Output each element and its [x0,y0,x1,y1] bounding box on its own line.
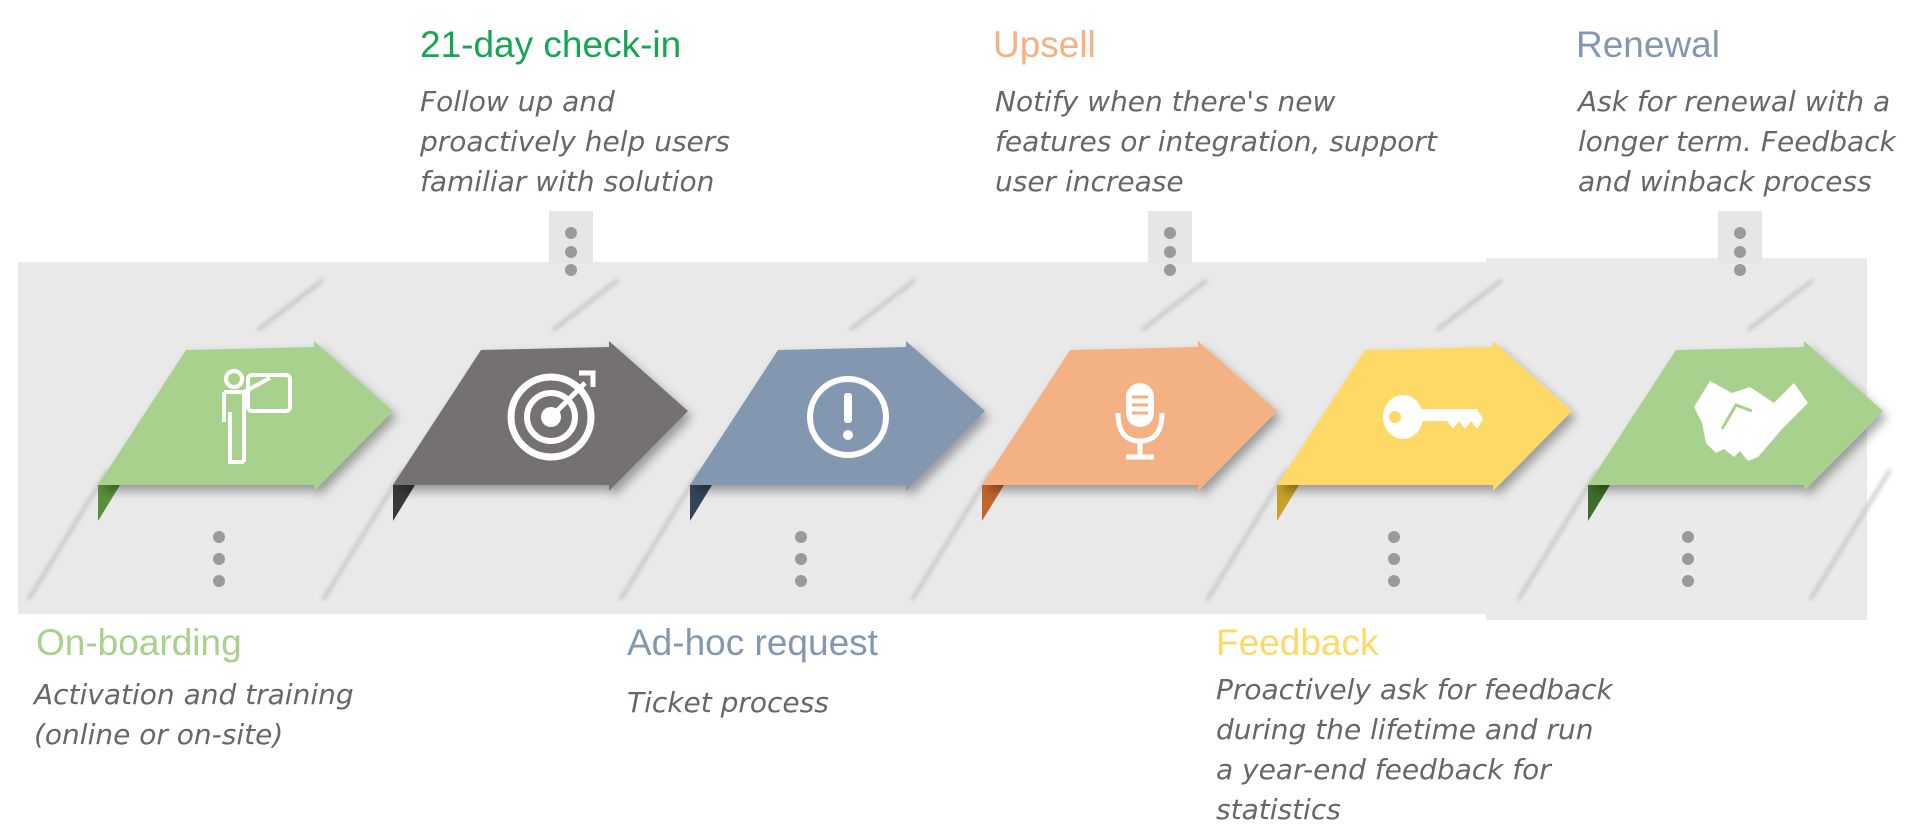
connector-dot [565,246,577,258]
connector-dot [1388,575,1400,587]
diagonal-shade [1141,278,1208,332]
connector-dot [1734,227,1746,239]
stage-arrow [1588,341,1883,521]
arrow-fold [690,485,712,521]
key-icon [1383,395,1483,439]
connector-dot [1388,531,1400,543]
microphone-icon [1115,383,1165,460]
stage-arrow [1277,341,1572,521]
connector-dot [1164,246,1176,258]
desc-line: Notify when there's new [995,85,1336,118]
desc-line: Ask for renewal with a [1578,85,1891,118]
connector-dot [565,227,577,239]
arrow-fold [1277,485,1299,521]
exclamation-icon [807,376,889,458]
diagonal-shade [257,278,324,332]
desc-line: and winback process [1578,165,1872,198]
presenter-icon [222,369,292,464]
diagonal-shade [1205,469,1289,601]
desc-line: (online or on-site) [34,718,284,751]
connector-dot [795,553,807,565]
connector-dot [1682,575,1694,587]
stage-title-adhoc: Ad-hoc request [627,622,878,663]
arrow-fold [98,485,120,521]
diagonal-shade [321,469,405,601]
connector-dot [213,575,225,587]
stage-desc-checkin: Follow up and proactively help users famil… [420,82,730,202]
stage-arrow [982,341,1277,521]
desc-line: Activation and training [34,678,354,711]
connector-dot [1388,553,1400,565]
desc-line: Proactively ask for feedback [1216,673,1613,706]
connector-dot [1682,553,1694,565]
desc-line: statistics [1216,793,1341,826]
stage-arrow [393,341,688,521]
stage-desc-onboarding: Activation and training (online or on-sit… [34,675,354,755]
stage-title-renewal: Renewal [1576,24,1720,65]
stage-desc-adhoc: Ticket process [627,683,829,723]
diagonal-shade [910,469,994,601]
connector-dot [213,531,225,543]
desc-line: user increase [995,165,1184,198]
desc-line: Follow up and [420,85,615,118]
arrow-shape [393,341,688,491]
desc-line: familiar with solution [420,165,715,198]
stage-title-upsell: Upsell [993,24,1096,65]
diagonal-shade [1808,469,1892,601]
stage-desc-upsell: Notify when there's new features or integ… [995,82,1437,202]
diagonal-shade [1747,278,1814,332]
connector-dot [1164,264,1176,276]
diagonal-shade [849,278,916,332]
desc-line: longer term. Feedback [1578,125,1896,158]
stage-title-onboarding: On-boarding [36,622,242,663]
stage-arrow [690,341,985,521]
arrow-fold [982,485,1004,521]
target-icon [507,370,596,461]
connector-dot [213,553,225,565]
desc-line: during the lifetime and run [1216,713,1594,746]
connector-dot [1682,531,1694,543]
stage-desc-feedback: Proactively ask for feedback during the l… [1216,670,1613,830]
connector-dot [1734,246,1746,258]
connector-dot [565,264,577,276]
desc-line: features or integration, support [995,125,1437,158]
handshake-icon [1694,381,1808,461]
diagonal-shade [26,469,110,601]
stage-arrow [98,341,393,521]
diagonal-shade [1516,469,1600,601]
stage-title-checkin: 21-day check-in [420,24,682,65]
diagonal-shade [1436,278,1503,332]
connector-dot [795,575,807,587]
arrow-shape [690,341,985,491]
desc-line: proactively help users [420,125,730,158]
diagonal-shade [618,469,702,601]
connector-dot [795,531,807,543]
desc-line: a year-end feedback for [1216,753,1551,786]
arrow-fold [393,485,415,521]
stage-desc-renewal: Ask for renewal with a longer term. Feedb… [1578,82,1896,202]
diagonal-shade [552,278,619,332]
stage-title-feedback: Feedback [1216,622,1379,663]
desc-line: Ticket process [627,686,829,719]
connector-dot [1734,264,1746,276]
arrow-fold [1588,485,1610,521]
connector-dot [1164,227,1176,239]
